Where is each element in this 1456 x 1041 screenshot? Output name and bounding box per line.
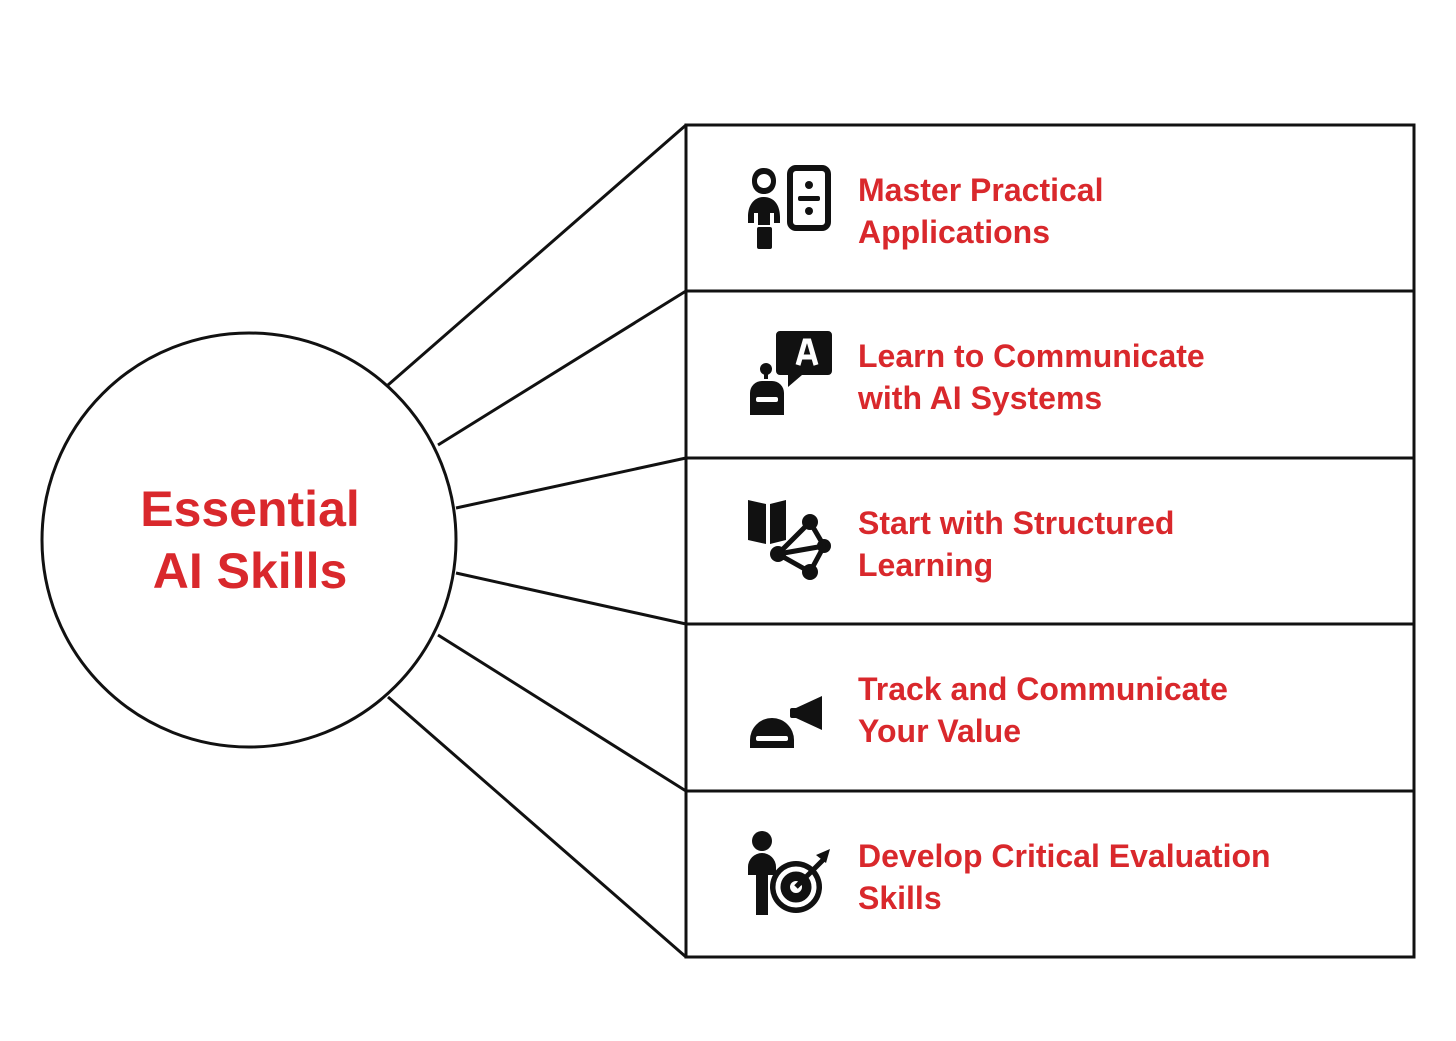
skill-label-line-2: Learning [858, 547, 994, 583]
hub-title-line-1: Essential [140, 481, 360, 537]
robot-megaphone-icon [746, 664, 832, 750]
connector-line [387, 123, 687, 387]
skill-label: Master Practical Applications [858, 169, 1398, 253]
skill-row-critical-evaluation: Develop Critical Evaluation Skills [688, 791, 1412, 957]
skill-label: Track and Communicate Your Value [858, 668, 1398, 752]
connector-line [387, 695, 687, 959]
book-network-icon [746, 498, 832, 584]
hub-title: Essential AI Skills [50, 478, 450, 602]
presenter-icon [746, 165, 832, 251]
skills-frame [684, 123, 1416, 959]
skill-label-line-2: with AI Systems [858, 380, 1103, 416]
skill-label-line-2: Your Value [858, 713, 1022, 749]
skill-row-communicate-ai: Learn to Communicate with AI Systems [688, 291, 1412, 457]
skill-label-line-1: Master Practical [858, 172, 1104, 208]
person-target-icon [746, 831, 832, 917]
skill-row-structured-learning: Start with Structured Learning [688, 458, 1412, 624]
skill-row-practical-applications: Master Practical Applications [688, 125, 1412, 291]
connector-line [437, 633, 687, 793]
connector-line [437, 289, 687, 447]
skill-label-line-1: Start with Structured [858, 505, 1175, 541]
hub-circle [40, 331, 458, 749]
hub-title-line-2: AI Skills [152, 543, 348, 599]
skill-row-track-value: Track and Communicate Your Value [688, 624, 1412, 790]
skill-label-line-2: Skills [858, 880, 942, 916]
connector-line [455, 571, 687, 626]
robot-chat-icon [746, 331, 832, 417]
skill-label-line-1: Develop Critical Evaluation [858, 838, 1271, 874]
skill-label: Start with Structured Learning [858, 502, 1398, 586]
skill-label-line-2: Applications [858, 214, 1051, 250]
connector-line [455, 456, 687, 510]
skill-label-line-1: Track and Communicate [858, 671, 1228, 707]
skill-label-line-1: Learn to Communicate [858, 338, 1205, 374]
skill-label: Learn to Communicate with AI Systems [858, 335, 1398, 419]
skill-label: Develop Critical Evaluation Skills [858, 835, 1398, 919]
